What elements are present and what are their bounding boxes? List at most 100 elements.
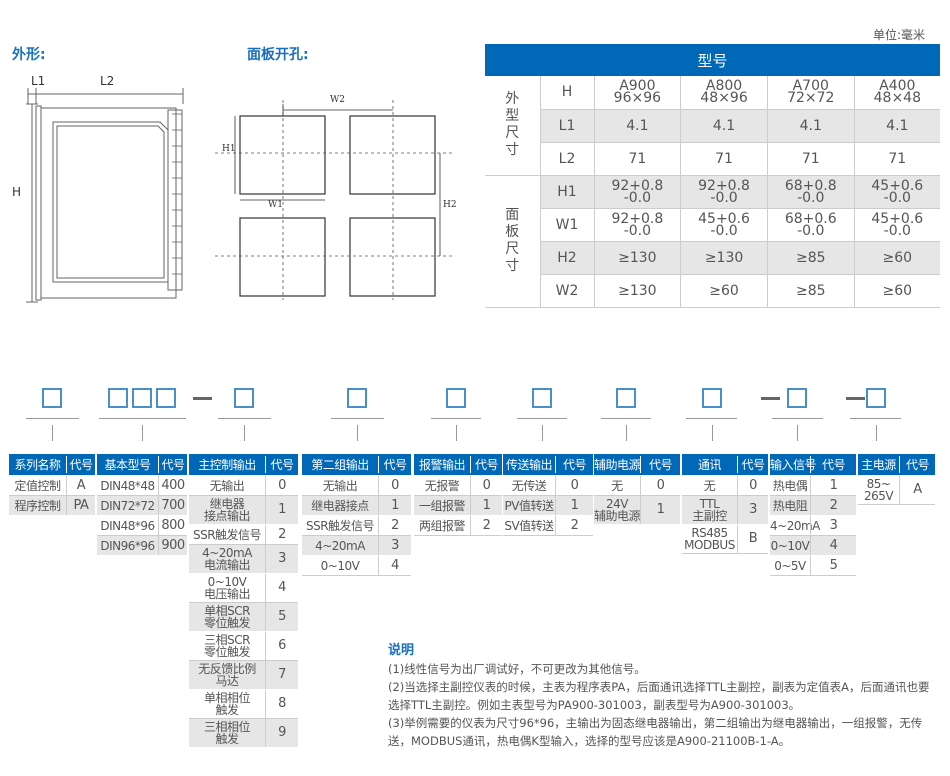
option-code: A: [899, 476, 935, 504]
cell: 4.1: [853, 109, 940, 143]
option-code: 5: [810, 556, 856, 575]
option-code: 1: [265, 496, 298, 524]
cell: 92+0.8 -0.0: [680, 175, 768, 209]
option-code: 9: [265, 719, 298, 747]
cell: ≥60: [853, 241, 940, 275]
code-box: [156, 388, 176, 408]
option-label: 无输出: [322, 478, 358, 493]
cell: ≥85: [766, 241, 855, 275]
header-name: 传送输出: [505, 458, 553, 472]
label-l2: L2: [100, 74, 115, 88]
header-code: 代号: [158, 456, 187, 473]
option-code: 3: [810, 516, 856, 535]
table-header: 传送输出代号: [503, 454, 593, 476]
cell: 92+0.8 -0.0: [593, 175, 681, 209]
cell: 4.1: [593, 109, 681, 143]
header-name: 第二组输出: [311, 458, 369, 472]
table-header: 系列名称代号: [9, 454, 95, 476]
option-label: 85~ 265V: [863, 477, 894, 503]
option-code: 2: [555, 516, 593, 535]
note-line: (2)当选择主副控仪表的时候，主表为程序表PA，后面通讯选择TTL主副控，副表为…: [388, 680, 930, 712]
cell: 71: [853, 142, 940, 176]
table-header: 型号: [485, 44, 940, 76]
option-label: 一组报警: [418, 498, 466, 513]
option-code: 4: [810, 536, 856, 555]
option-label: SSR触发信号: [305, 518, 375, 533]
option-code: 2: [378, 516, 411, 535]
option-code: 0: [737, 476, 768, 495]
option-label: 继电器接点: [311, 498, 369, 513]
cell: 4.1: [680, 109, 768, 143]
option-row: 无输出 0: [302, 476, 411, 496]
notes-title: 说明: [388, 643, 415, 658]
option-code: 400: [158, 476, 187, 495]
option-code: 0: [265, 476, 298, 495]
option-code: 1: [555, 496, 593, 515]
cell: 68+0.8 -0.0: [766, 175, 855, 209]
table-row: W2≥130≥60≥85≥60: [485, 274, 940, 308]
option-label: 两组报警: [418, 518, 466, 533]
header-name: 输入信号: [770, 458, 817, 472]
option-label: 0~10V: [770, 538, 810, 553]
option-code: 1: [810, 476, 856, 495]
option-code: 4: [265, 574, 298, 602]
option-label: 热电阻: [772, 498, 808, 513]
option-label: DIN48*96: [100, 518, 155, 533]
option-code: 0: [470, 476, 502, 495]
cell: A900 96×96: [593, 76, 681, 110]
code-box: [866, 388, 886, 408]
option-code: 0: [640, 476, 680, 495]
row-label: W2: [539, 274, 594, 308]
code-box: [787, 388, 807, 408]
table-header: 辅助电源代号: [594, 454, 680, 476]
header-code: 代号: [899, 456, 935, 473]
note-line: (1)线性信号为出厂调试好，不可更改为其他信号。: [388, 662, 646, 676]
cell: ≥60: [680, 274, 768, 308]
table-header: 基本型号代号: [97, 454, 187, 476]
option-label: 0~5V: [774, 558, 806, 573]
option-label: 无: [611, 478, 623, 493]
cutout-drawing: [215, 100, 455, 300]
option-code: 2: [810, 496, 856, 515]
option-label: 三相SCR 零位触发: [203, 633, 251, 659]
option-code: 700: [158, 496, 187, 515]
label-h1: H1: [222, 144, 236, 154]
option-label: RS485 MODBUS: [684, 526, 735, 552]
option-code: 3: [737, 496, 768, 524]
option-row: 两组报警 2: [414, 516, 502, 536]
option-code: 0: [378, 476, 411, 495]
cell: 45+0.6 -0.0: [680, 208, 768, 242]
group-label: 面 板 尺 寸: [485, 174, 540, 308]
dash: [193, 397, 212, 400]
option-label: 4~20mA 电流输出: [202, 546, 252, 572]
option-code: 8: [265, 690, 298, 718]
header-name: 辅助电源: [594, 458, 641, 472]
option-code: 2: [470, 516, 502, 535]
header-name: 通讯: [697, 458, 722, 472]
dash: [761, 397, 780, 400]
row-label: L1: [539, 109, 594, 143]
